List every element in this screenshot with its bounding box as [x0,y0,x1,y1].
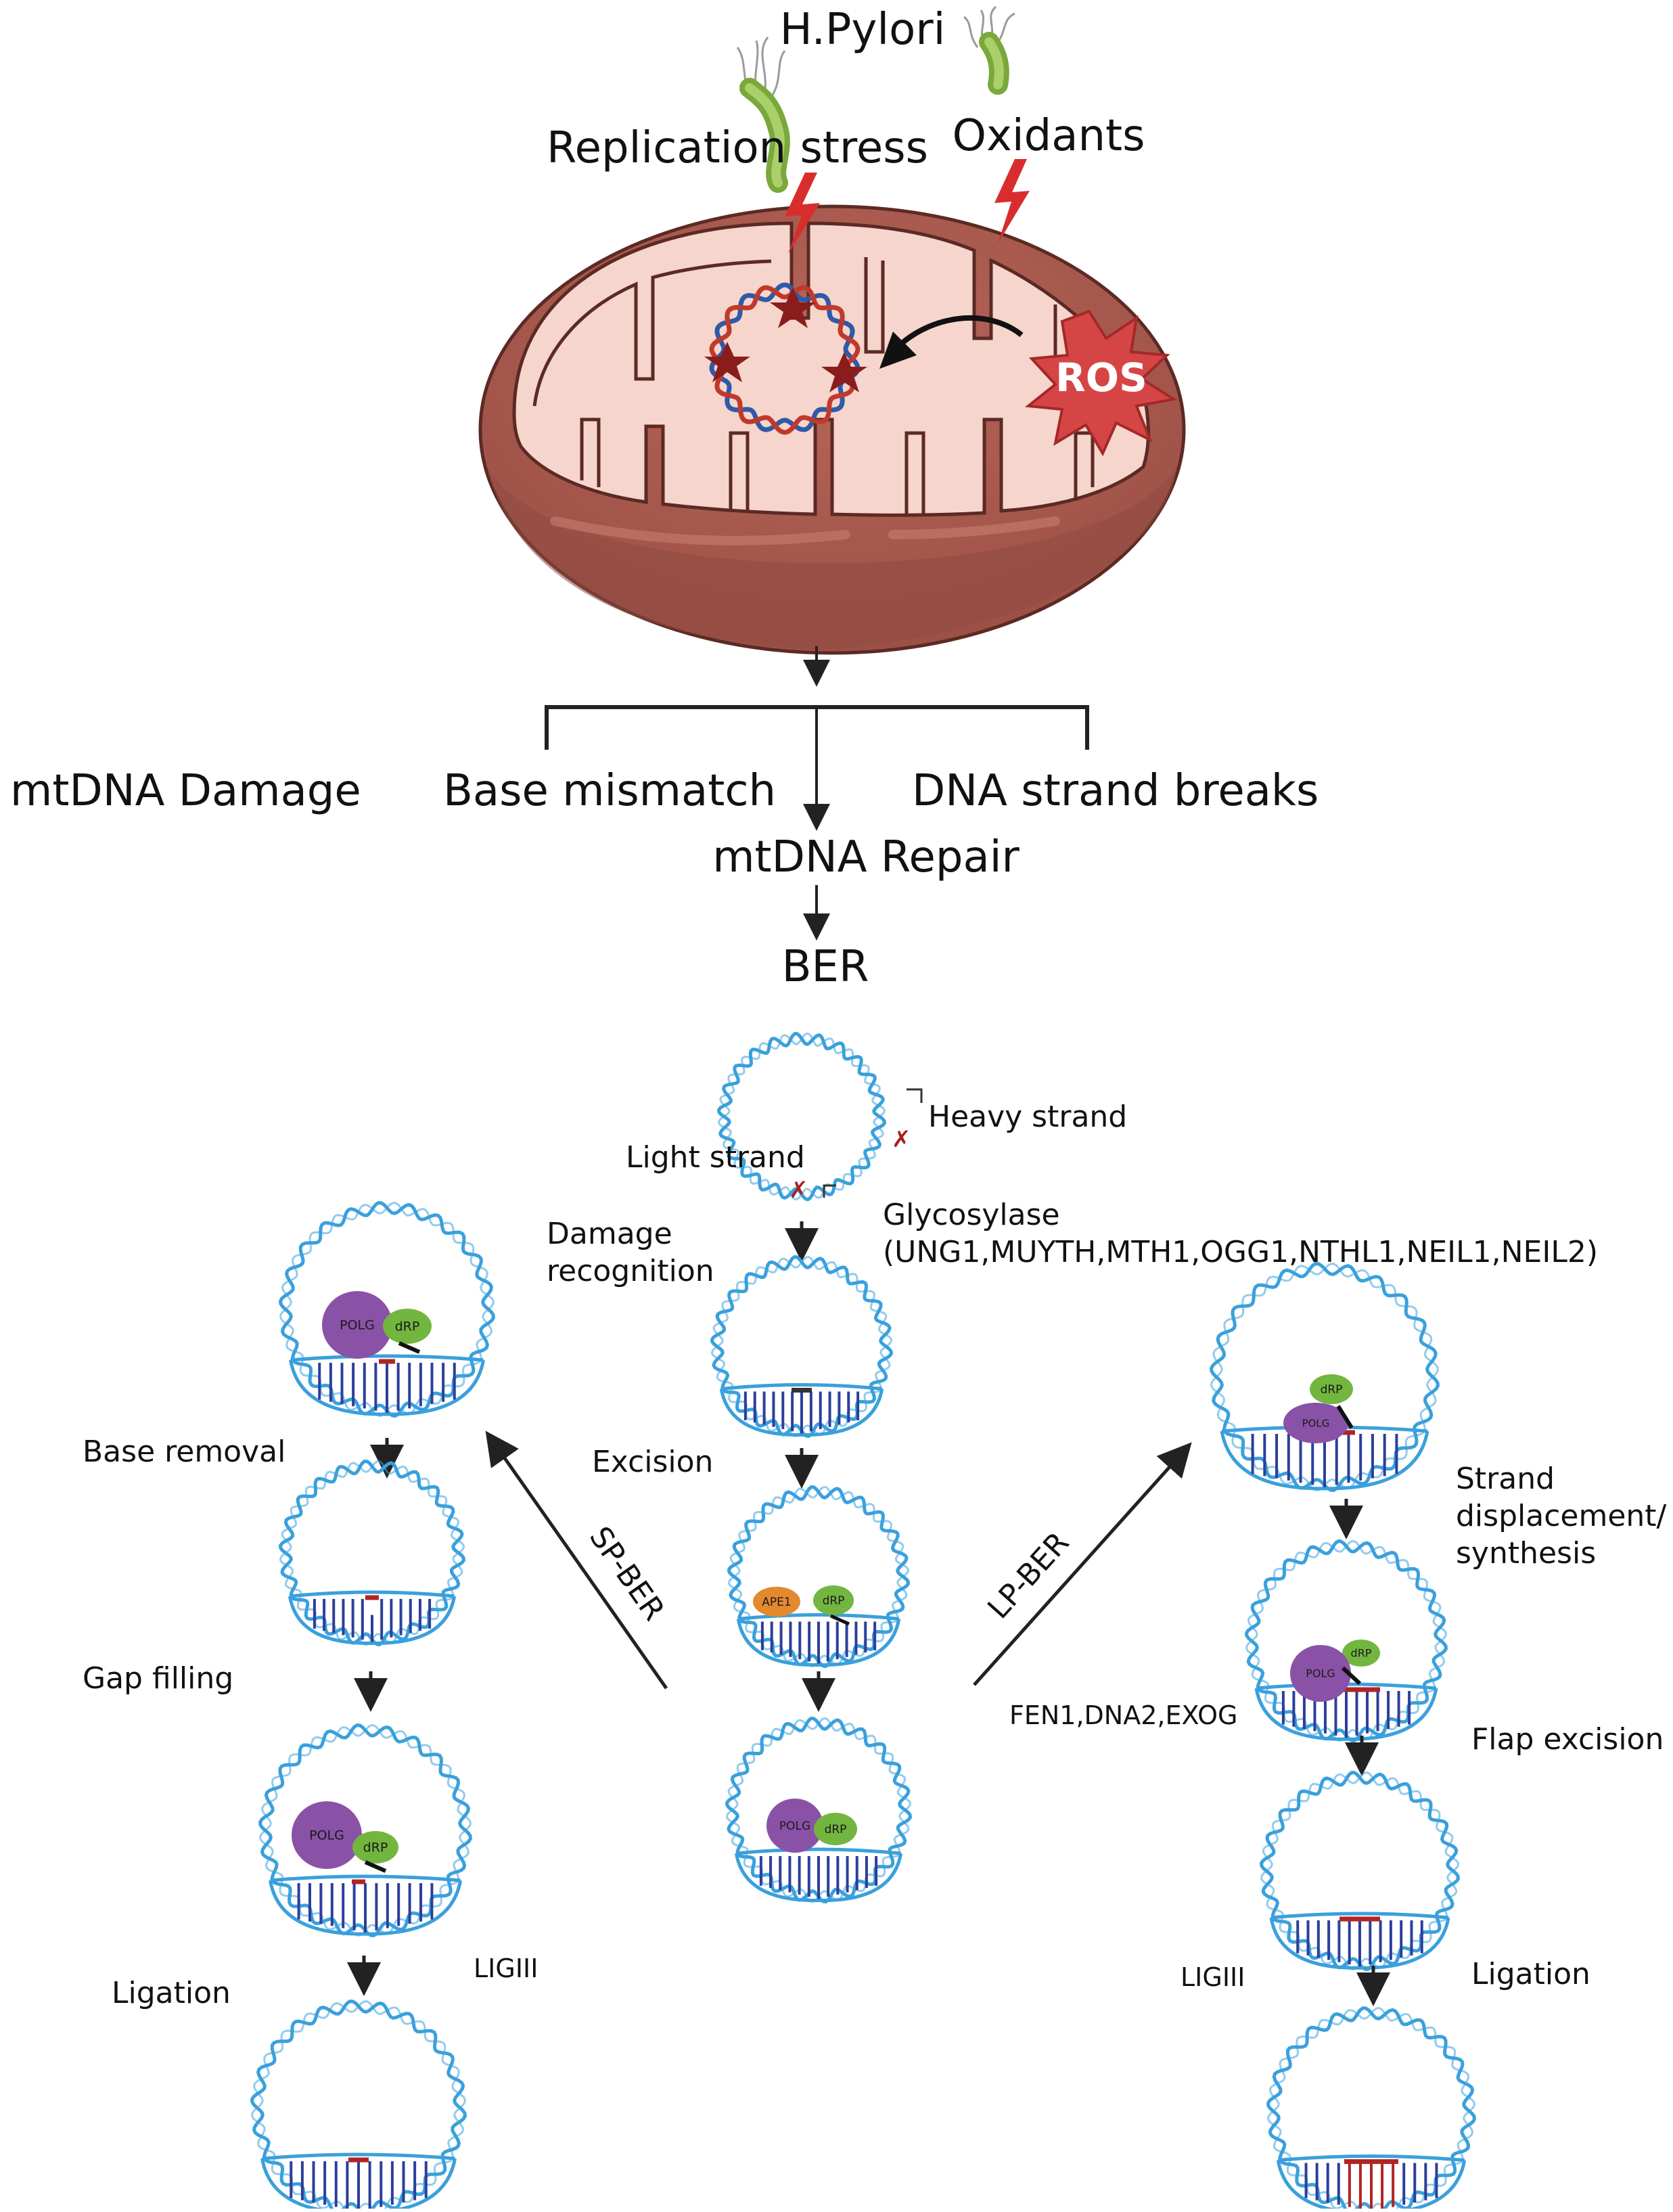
ros-starburst: ROS [1024,309,1178,457]
mtdna-sp-polg-circle: POLG dRP [279,1201,495,1418]
mtdna-circle-intact [716,1031,887,1202]
polg-protein-label: POLG [779,1820,810,1833]
lightning-bolt-icon [994,159,1030,244]
excision-label: Excision [592,1445,713,1479]
mtdna-lp-flap-circle [1259,1770,1461,1972]
mtdna-sp-gap-circle [278,1459,466,1647]
drp-protein-label: dRP [1351,1647,1372,1660]
polg-protein-label: POLG [1306,1667,1335,1680]
polg-protein-label: POLG [1302,1417,1330,1429]
light-strand-label: Light strand [626,1140,805,1175]
hpylori-title: H.Pylori [780,5,946,55]
arrowhead-icon [879,332,917,369]
mtdna-sp-fill-circle: POLG dRP [258,1723,472,1937]
ros-arrow [898,315,1024,347]
mtdna-lp-ligated-circle [1266,2006,1476,2212]
lightning-bolt-icon [785,173,820,254]
strand-displacement-label: Strand [1456,1462,1555,1496]
hpylori-bacterium-left [736,37,790,193]
sp-ber-label: SP-BER [582,1520,671,1627]
polg-protein-label: POLG [309,1828,344,1843]
lp-ber-arrow [973,1442,1192,1686]
replication-stress-label: Replication stress [547,123,928,173]
lesion-mark: ✗ [789,1177,808,1204]
polg-protein-label: POLG [340,1318,375,1333]
mtdna-repair-label: mtDNA Repair [712,832,1019,882]
lp-ber-label: LP-BER [981,1526,1076,1626]
strand-origin-marker [907,1088,923,1103]
glycosylase-label: Glycosylase [883,1198,1060,1232]
gap-filling-label: Gap filling [83,1661,233,1696]
base-mismatch-label: Base mismatch [443,766,776,816]
strand-origin-marker [823,1184,836,1198]
oxidants-label: Oxidants [953,111,1145,161]
mtdna-polg-circle: POLG dRP [725,1716,913,1904]
ape1-protein-label: APE1 [762,1596,791,1609]
mtdna-circle-damaged [704,282,867,435]
mtdna-lp-polg-circle: dRP POLG [1210,1262,1440,1492]
heavy-strand-label: Heavy strand [928,1100,1127,1134]
drp-protein-label: dRP [395,1319,420,1334]
lp-ligase-label: LIGIII [1181,1962,1245,1992]
sp-ligase-label: LIGIII [474,1954,538,1983]
hpylori-bacterium-right [963,5,1015,95]
fen1-dna2-exog-label: FEN1,DNA2,EXOG [1009,1700,1237,1730]
mtdna-ape1-circle: APE1 dRP [727,1485,911,1669]
drp-protein-label: dRP [823,1594,845,1608]
strand-displacement-label: synthesis [1456,1536,1596,1571]
lesion-mark: ✗ [892,1126,911,1153]
mtdna-sp-ligated-circle [250,2000,467,2212]
dna-strand-breaks-label: DNA strand breaks [912,766,1319,816]
drp-protein-label: dRP [825,1823,847,1836]
sp-ligation-label: Ligation [112,1976,231,2010]
glycosylase-list-label: (UNG1,MUYTH,MTH1,OGG1,NTHL1,NEIL1,NEIL2) [883,1235,1598,1269]
damage-recognition-label: recognition [547,1254,714,1288]
ros-label: ROS [1055,355,1147,401]
ber-label: BER [782,942,869,992]
lp-ligation-label: Ligation [1471,1957,1590,1991]
mtdna-damage-label: mtDNA Damage [10,766,361,816]
strand-displacement-label: displacement/ [1456,1499,1667,1533]
damage-recognition-label: Damage [547,1217,672,1251]
drp-protein-label: dRP [1321,1383,1343,1397]
mtdna-excision-circle [710,1255,894,1439]
flap-excision-label: Flap excision [1471,1722,1664,1757]
mtdna-lp-synthesis-circle: dRP POLG [1245,1539,1448,1742]
drp-protein-label: dRP [363,1841,388,1855]
sp-ber-arrow [485,1430,668,1690]
base-removal-label: Base removal [83,1435,285,1469]
